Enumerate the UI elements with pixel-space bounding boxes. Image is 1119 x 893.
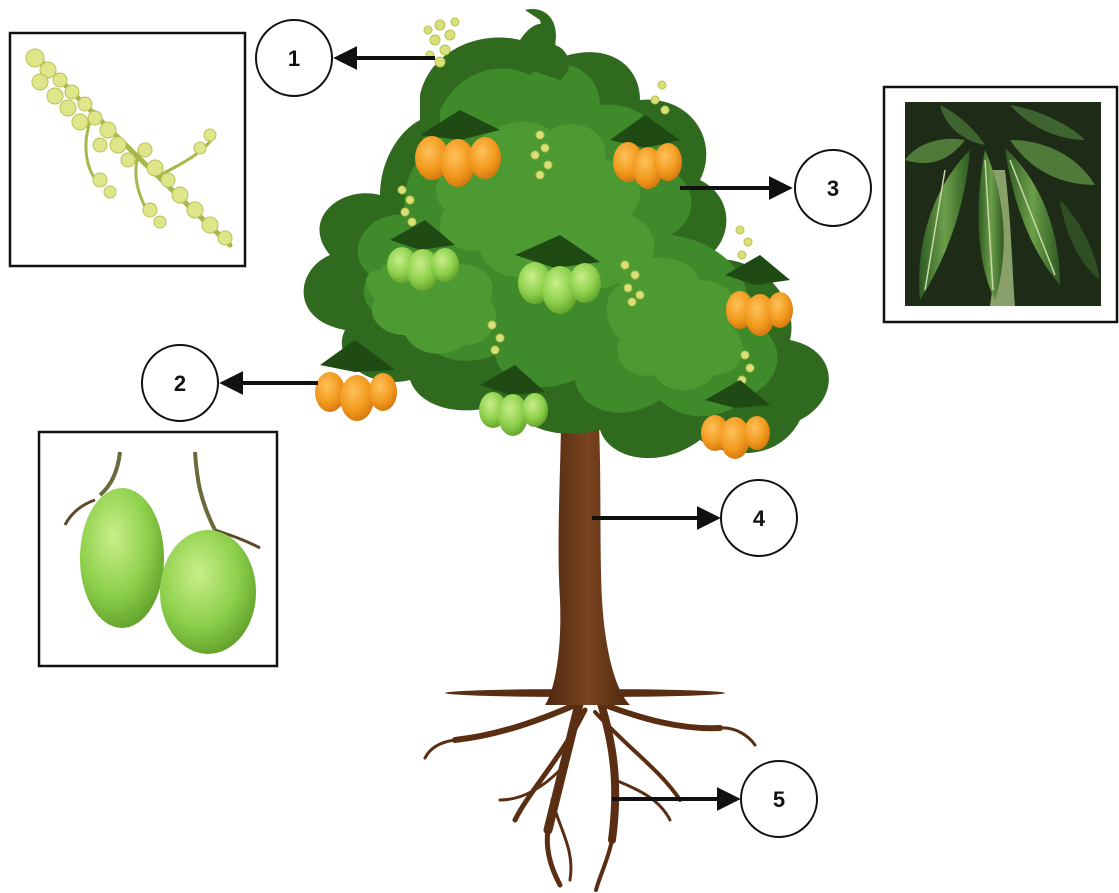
flower-inset: [10, 33, 245, 266]
callout-4: 4: [592, 480, 797, 556]
callout-2: 2: [142, 345, 318, 421]
callout-3-number: 3: [827, 176, 839, 201]
fruit-inset: [39, 432, 277, 666]
callout-5: 5: [612, 761, 817, 837]
flower-sprig-far-right: [736, 226, 752, 259]
callout-4-number: 4: [753, 506, 766, 531]
callout-1: 1: [256, 20, 435, 96]
mango-left: [80, 488, 164, 628]
mango-right: [160, 530, 256, 654]
callout-1-number: 1: [288, 46, 300, 71]
callout-2-number: 2: [174, 371, 186, 396]
leaves-inset: [884, 87, 1117, 322]
callout-5-number: 5: [773, 787, 785, 812]
roots: [425, 689, 755, 890]
